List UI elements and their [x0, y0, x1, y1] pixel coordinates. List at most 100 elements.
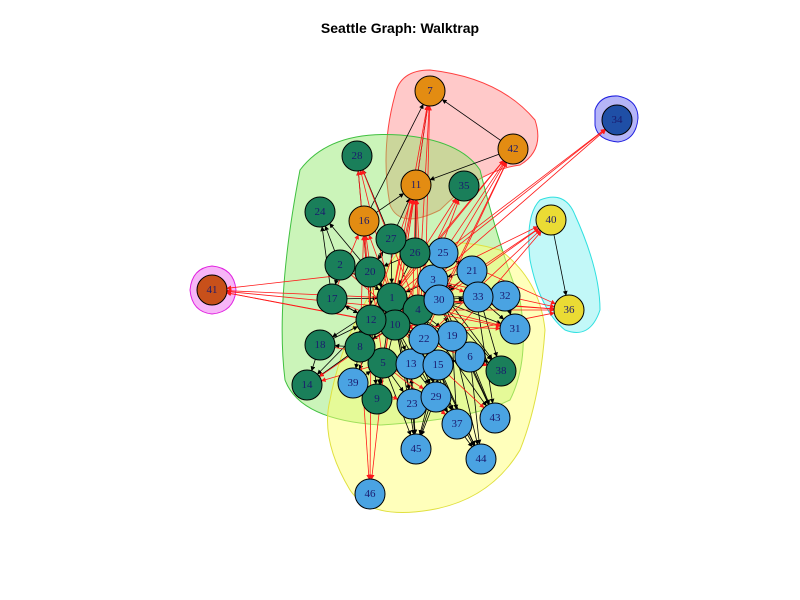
node-40: 40 [535, 204, 567, 236]
node-circle [337, 367, 369, 399]
node-label: 5 [380, 357, 386, 369]
node-label: 10 [390, 319, 402, 331]
plot-title: Seattle Graph: Walktrap [320, 20, 480, 36]
node-label: 23 [407, 398, 419, 410]
node-label: 28 [352, 150, 364, 162]
node-circle [304, 329, 336, 361]
edge-32-31 [507, 309, 512, 316]
edge-3-33 [446, 284, 465, 293]
node-35: 35 [448, 170, 480, 202]
node-12: 12 [355, 304, 387, 336]
node-label: 34 [612, 114, 624, 126]
edge-42-7 [441, 99, 501, 141]
node-label: 16 [359, 215, 371, 227]
node-16: 16 [348, 205, 380, 237]
node-6: 6 [454, 341, 486, 373]
node-21: 21 [456, 255, 488, 287]
node-label: 4 [415, 304, 421, 316]
node-label: 12 [366, 314, 377, 326]
node-circle [361, 383, 393, 415]
node-circle [354, 478, 386, 510]
edge-23-45 [411, 418, 417, 435]
node-36: 36 [553, 294, 585, 326]
node-label: 17 [327, 293, 339, 305]
node-37: 37 [441, 408, 473, 440]
node-circle [316, 283, 348, 315]
node-circle [324, 249, 356, 281]
edge-18-14 [310, 359, 316, 372]
node-39: 39 [337, 367, 369, 399]
edge-25-34 [454, 128, 606, 245]
node-33: 33 [462, 281, 494, 313]
node-9: 9 [361, 383, 393, 415]
edge-33-31 [489, 306, 505, 320]
node-label: 13 [406, 358, 418, 370]
node-circle [465, 443, 497, 475]
node-label: 29 [431, 391, 443, 403]
node-label: 21 [467, 265, 478, 277]
edge-8-18 [334, 343, 346, 349]
edge-6-43 [475, 370, 490, 405]
node-label: 35 [459, 180, 471, 192]
node-25: 25 [427, 237, 459, 269]
node-label: 1 [389, 292, 395, 304]
node-label: 39 [348, 377, 360, 389]
node-circle [601, 104, 633, 136]
node-1: 1 [376, 282, 408, 314]
node-label: 15 [433, 359, 445, 371]
node-circle [497, 133, 529, 165]
edge-9-5 [377, 377, 383, 385]
node-circle [291, 369, 323, 401]
node-label: 33 [473, 291, 485, 303]
edge-1-35 [399, 198, 457, 286]
edge-5-23 [391, 375, 404, 393]
edge-10-41 [226, 291, 381, 323]
node-26: 26 [399, 237, 431, 269]
node-label: 3 [430, 274, 436, 286]
node-label: 38 [496, 365, 508, 377]
node-circle [341, 140, 373, 172]
edge-8-39 [354, 361, 360, 369]
node-circle [408, 323, 440, 355]
node-label: 9 [374, 393, 380, 405]
node-circle [348, 205, 380, 237]
node-label: 40 [546, 214, 558, 226]
edge-29-45 [420, 410, 431, 436]
node-circle [422, 349, 454, 381]
edge-10-13 [400, 338, 406, 351]
edge-4-31 [432, 312, 501, 328]
node-circle [479, 402, 511, 434]
node-label: 6 [467, 351, 473, 363]
edge-10-8 [372, 332, 383, 340]
edge-13-42 [417, 162, 507, 351]
node-circle [423, 284, 455, 316]
edge-6-44 [471, 371, 482, 445]
node-label: 46 [365, 488, 377, 500]
node-circle [304, 196, 336, 228]
edge-39-5 [365, 370, 371, 376]
edge-2-17 [334, 279, 339, 285]
node-circle [448, 170, 480, 202]
edge-30-33 [453, 296, 464, 301]
node-label: 44 [476, 453, 488, 465]
node-30: 30 [423, 284, 455, 316]
edge-3-34 [444, 129, 607, 271]
edge-40-36 [553, 234, 568, 296]
node-34: 34 [601, 104, 633, 136]
node-label: 2 [337, 259, 343, 271]
node-circle [414, 75, 446, 107]
node-label: 8 [357, 341, 363, 353]
node-label: 14 [302, 379, 314, 391]
node-18: 18 [304, 329, 336, 361]
node-8: 8 [344, 331, 376, 363]
node-label: 19 [447, 330, 459, 342]
node-circle [400, 169, 432, 201]
node-29: 29 [420, 381, 452, 413]
node-27: 27 [375, 223, 407, 255]
node-41: 41 [196, 274, 228, 306]
node-label: 24 [315, 206, 327, 218]
edge-2-24 [324, 225, 336, 252]
node-label: 18 [315, 339, 327, 351]
node-label: 20 [365, 266, 377, 278]
edge-16-7 [370, 103, 424, 208]
